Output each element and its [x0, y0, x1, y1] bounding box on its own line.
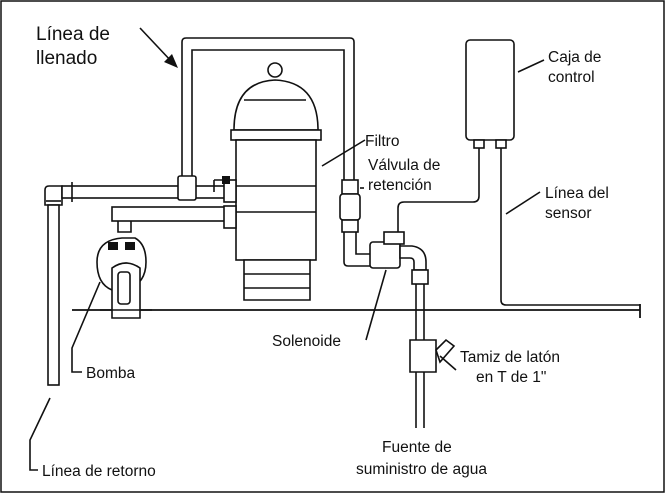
brass-strainer-label-1: Tamiz de latón [460, 349, 560, 366]
control-box-label-1: Caja de [548, 49, 601, 66]
solenoid-label: Solenoide [272, 333, 341, 350]
solenoid [369, 231, 429, 285]
filter [213, 62, 322, 301]
fill-line-pipe [177, 37, 355, 201]
sensor-line-label-1: Línea del [545, 185, 609, 202]
check-valve-label-1: Válvula de [368, 157, 440, 174]
return-line-label: Línea de retorno [42, 463, 156, 480]
leader-lines [29, 27, 545, 471]
water-supply-label-2: suministro de agua [356, 461, 487, 478]
fill-line-label-2: llenado [36, 48, 97, 69]
pump-label: Bomba [86, 365, 135, 382]
water-supply-label-1: Fuente de [382, 439, 452, 456]
control-box [397, 39, 640, 306]
filter-label: Filtro [365, 133, 399, 150]
check-valve [339, 179, 372, 267]
sensor-line-label-2: sensor [545, 205, 592, 222]
brass-strainer-label-2: en T de 1" [476, 369, 546, 386]
control-box-label-2: control [548, 69, 595, 86]
pump [96, 206, 235, 319]
fill-line-label-1: Línea de [36, 24, 110, 45]
water-supply-pipe [409, 284, 456, 428]
check-valve-label-2: retención [368, 177, 432, 194]
